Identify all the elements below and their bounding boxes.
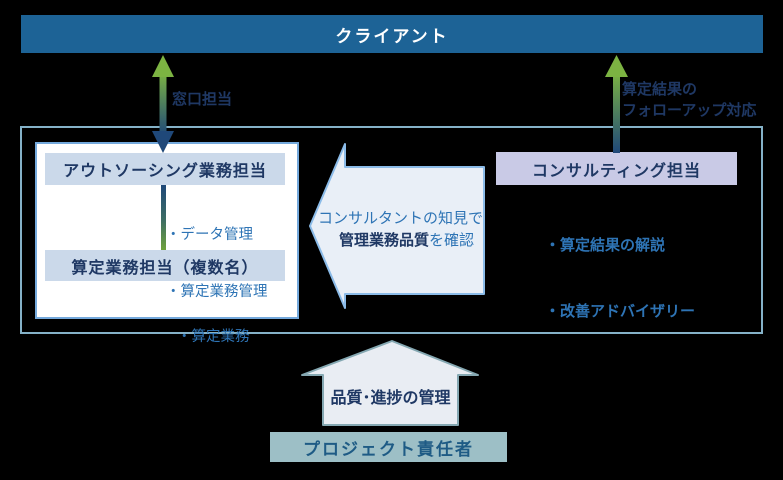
contact-role-label: 窓口担当 — [172, 91, 233, 108]
up-arrowhead-icon — [152, 55, 174, 77]
quality-management-label: 品質･進捗の管理 — [330, 390, 451, 407]
task-item: ・データ管理 — [166, 227, 253, 243]
delivery-team-outer-box — [20, 126, 763, 334]
task-item: ・算定業務管理 — [166, 284, 268, 300]
followup-label: 算定結果の フォローアップ対応 — [622, 81, 757, 119]
left-block-arrow-icon — [309, 143, 485, 309]
review-arrow-label: コンサルタントの知見で 管理業務品質を確認 — [318, 210, 484, 249]
consulting-task-list: ・算定結果の解説 ・改善アドバイザリー — [545, 191, 695, 367]
left-arrow-shaft — [159, 72, 167, 136]
up-block-arrow-icon — [301, 340, 479, 426]
task-item: ・算定業務 — [177, 329, 250, 345]
client-banner: クライアント — [21, 15, 763, 53]
consulting-team-header: コンサルティング担当 — [496, 152, 737, 185]
calculation-team-header: 算定業務担当（複数名） — [45, 250, 285, 281]
task-item: ・算定結果の解説 — [545, 237, 666, 254]
right-up-arrow — [605, 55, 628, 153]
quality-block-arrow — [301, 340, 479, 426]
project-owner-box: プロジェクト責任者 — [270, 432, 507, 462]
left-double-arrow — [152, 55, 174, 153]
review-block-arrow — [309, 143, 485, 309]
up-arrowhead-icon — [605, 55, 628, 77]
task-item: ・改善アドバイザリー — [545, 303, 696, 320]
outsourcing-task-list: ・データ管理 ・算定業務管理 — [166, 188, 268, 340]
outsourcing-team-header: アウトソーシング業務担当 — [45, 153, 285, 185]
right-arrow-shaft — [613, 72, 620, 153]
client-banner-label: クライアント — [335, 26, 449, 46]
team-connector-line — [161, 185, 166, 250]
calculation-task-list: ・算定業務 — [177, 290, 250, 385]
down-arrowhead-icon — [152, 131, 174, 153]
